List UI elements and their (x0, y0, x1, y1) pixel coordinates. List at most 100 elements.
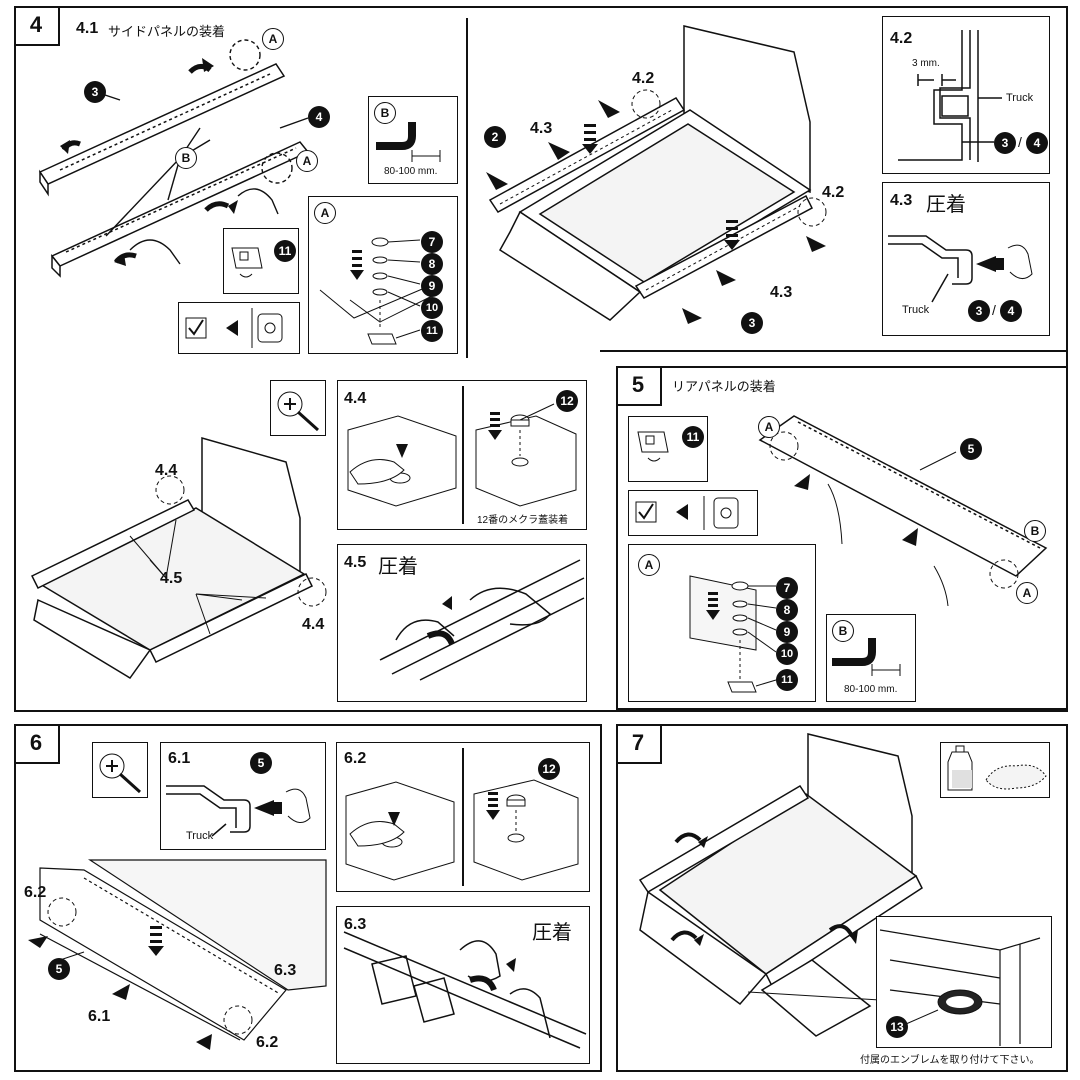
truck-label-6: Truck (186, 830, 214, 842)
step-6-1-box-title: 6.1 (168, 750, 191, 767)
truck-label-gap: Truck (1006, 92, 1034, 104)
step-4-5-label: 4.5 (160, 570, 183, 587)
step-4-1-title: サイドパネルの装着 (108, 24, 226, 39)
gap-measurement-label: 3 mm. (912, 58, 940, 69)
part-4-badge: 4 (308, 106, 330, 128)
emblem-caption: 付属のエンブレムを取り付けて下さい。 (860, 1055, 1040, 1066)
step-4-2-label-right: 4.2 (822, 184, 845, 201)
step-4-3-press-title: 圧着 (926, 194, 966, 216)
detail-b-box-label: B (374, 102, 396, 124)
detail-a-label-2: A (296, 150, 318, 172)
pressure-hand-icon (1007, 244, 1033, 279)
step-4-5-box (337, 544, 587, 702)
part-8-badge-5: 8 (776, 599, 798, 621)
part-5-badge-6: 5 (250, 752, 272, 774)
part-slash-press: / (992, 302, 996, 318)
part-12-badge: 12 (556, 390, 578, 412)
part-10-badge: 10 (421, 297, 443, 319)
part-3-badge-gap: 3 (994, 132, 1016, 154)
truck-label-press: Truck (902, 304, 930, 316)
step-6-1-label: 6.1 (88, 1008, 111, 1025)
part-3-badge: 3 (84, 81, 106, 103)
detail-a-label: A (262, 28, 284, 50)
part-9-badge-5: 9 (776, 621, 798, 643)
part-12-badge-6: 12 (538, 758, 560, 780)
eye-icon (226, 320, 238, 336)
part-2-badge: 2 (484, 126, 506, 148)
fastener-detail-label-5: A (638, 554, 660, 576)
rear-detail-a-label: A (758, 416, 780, 438)
step-4-2-box (882, 16, 1050, 174)
part-11-badge-5-detail: 11 (776, 669, 798, 691)
part-4-badge-press: 4 (1000, 300, 1022, 322)
step-4-5-box-title: 4.5 (344, 554, 367, 571)
step-4-2-label-top: 4.2 (632, 70, 655, 87)
part-10-badge-5: 10 (776, 643, 798, 665)
detail-b-box-5-label: B (832, 620, 854, 642)
step-4-3-box-title: 4.3 (890, 192, 913, 209)
cloth-icon (985, 764, 1047, 790)
rear-panel-5 (758, 415, 1048, 577)
step-6-3-box-title: 6.3 (344, 916, 367, 933)
tape-range-label: 80-100 mm. (384, 166, 438, 177)
part-13-badge: 13 (886, 1016, 908, 1038)
cap-install-caption: 12番のメクラ蓋装着 (477, 515, 569, 526)
rear-panel-installed (39, 867, 287, 1041)
part-5-badge-6-panel: 5 (48, 958, 70, 980)
part-8-badge: 8 (421, 253, 443, 275)
part-11-badge: 11 (274, 240, 296, 262)
step-6-3-label: 6.3 (274, 962, 297, 979)
tape-range-label-5: 80-100 mm. (844, 684, 898, 695)
cleaner-bottle-icon (947, 745, 973, 791)
step-5-number: 5 (616, 366, 662, 406)
part-7-badge: 7 (421, 231, 443, 253)
step-4-step-5-separator (600, 350, 1068, 352)
step-6-2-label-left: 6.2 (24, 884, 47, 901)
step-4-vertical-divider (466, 18, 468, 358)
step-7-number: 7 (616, 724, 662, 764)
part-9-badge: 9 (421, 275, 443, 297)
detail-b-label: B (175, 147, 197, 169)
part-11-badge-5: 11 (682, 426, 704, 448)
step-4-number: 4 (14, 6, 60, 46)
fastener-detail-label: A (314, 202, 336, 224)
part-4-badge-gap: 4 (1026, 132, 1048, 154)
step-4-4-label-top: 4.4 (155, 462, 178, 479)
step-6-2-box-title: 6.2 (344, 750, 367, 767)
step-4-1-number: 4.1 (76, 20, 99, 37)
step-6-2-label-right: 6.2 (256, 1034, 279, 1051)
part-3-badge-press: 3 (968, 300, 990, 322)
step-6-number: 6 (14, 724, 60, 764)
installed-side-panel-3 (634, 194, 813, 299)
part-slash-gap: / (1018, 134, 1022, 150)
step-5-title: リアパネルの装着 (672, 379, 776, 394)
part-3-badge-bed: 3 (741, 312, 763, 334)
part-11-badge-detail: 11 (421, 320, 443, 342)
step-6-3-box (336, 906, 590, 1064)
step-4-3-label-top: 4.3 (530, 120, 553, 137)
step-4-4-label-bottom: 4.4 (302, 616, 325, 633)
rear-detail-b-label: B (1024, 520, 1046, 542)
step-4-4-box-title: 4.4 (344, 390, 367, 407)
